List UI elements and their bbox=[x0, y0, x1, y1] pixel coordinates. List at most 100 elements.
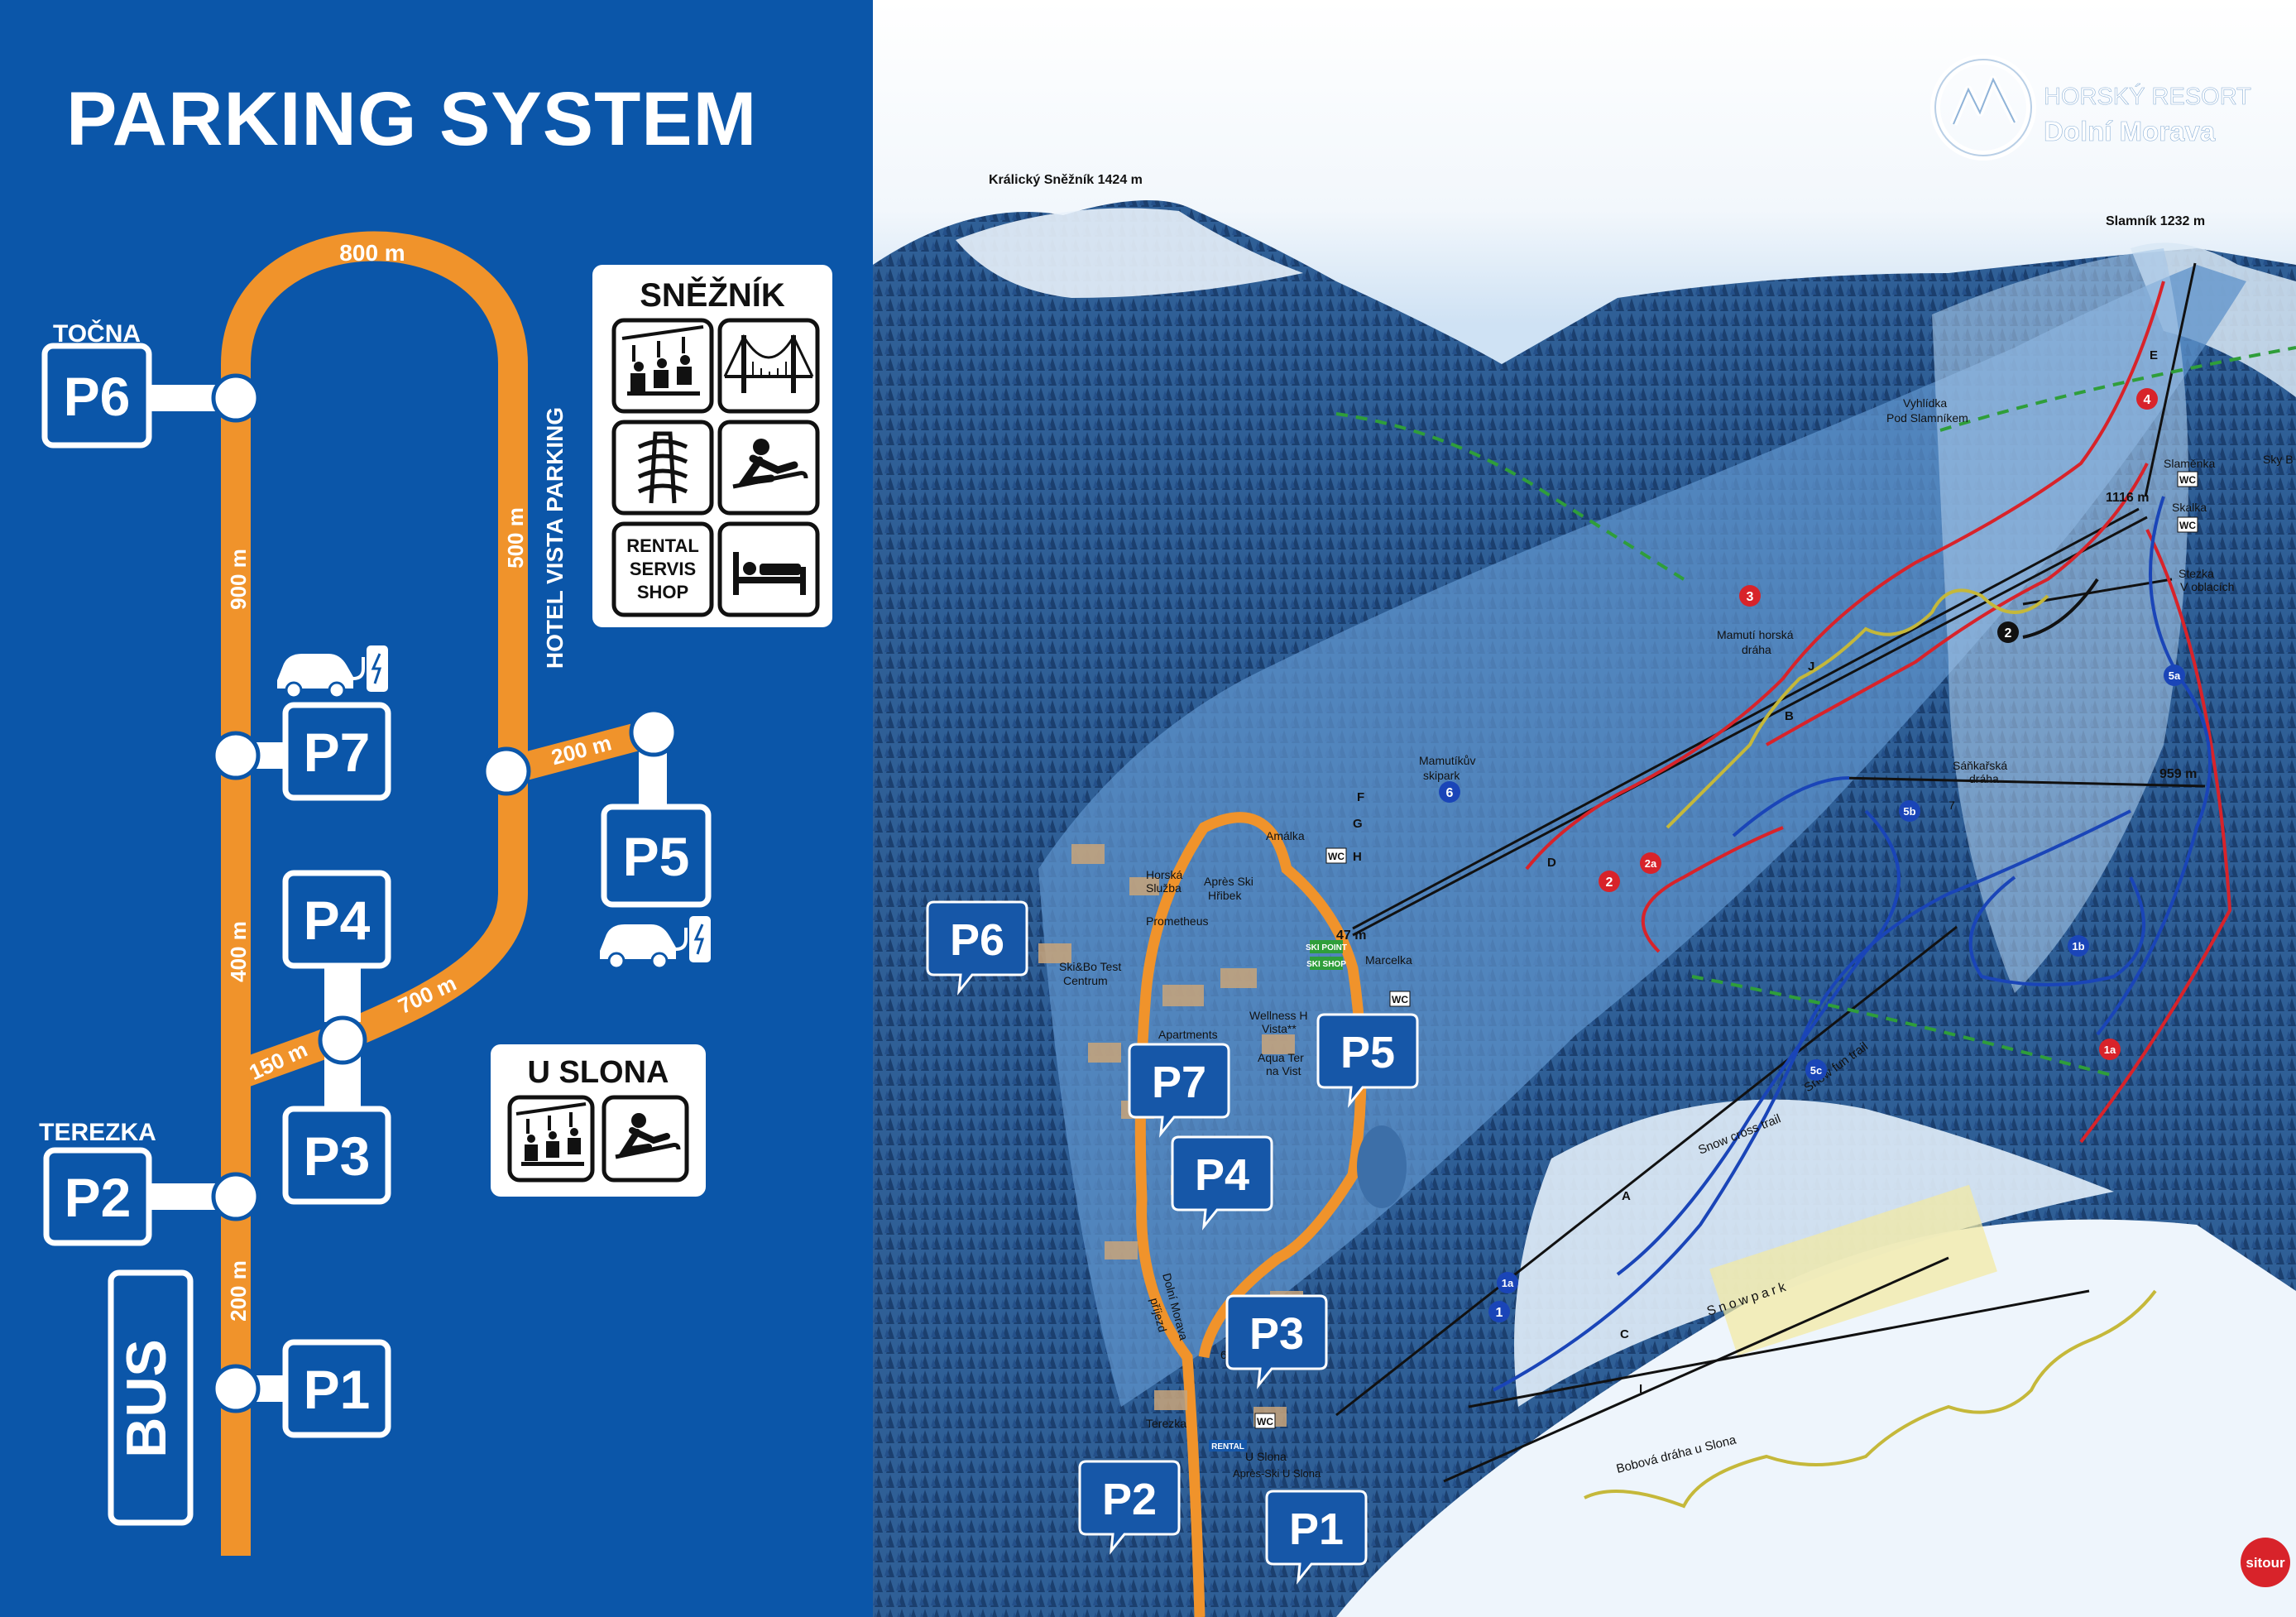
p2-caption: TEREZKA bbox=[39, 1119, 156, 1146]
svg-text:P7: P7 bbox=[1152, 1058, 1206, 1107]
bus-stop-box[interactable]: BUS bbox=[108, 1269, 194, 1526]
svg-text:P7: P7 bbox=[304, 722, 371, 783]
place-label: skipark bbox=[1423, 769, 1460, 782]
svg-text:2a: 2a bbox=[1645, 857, 1657, 870]
parking-box-p7[interactable]: P7 bbox=[282, 702, 391, 801]
bridge-icon bbox=[717, 318, 820, 414]
svg-text:RENTAL: RENTAL bbox=[1211, 1442, 1244, 1451]
ski-point-badge: SKI POINT bbox=[1306, 940, 1347, 953]
parking-system-panel: PARKING SYSTEM 800 m 900 m 500 m 200 m 4… bbox=[0, 0, 873, 1617]
parking-box-p2[interactable]: P2 bbox=[43, 1147, 152, 1246]
sledge-icon bbox=[717, 420, 820, 516]
place-label: Slaměnka bbox=[2164, 457, 2215, 470]
red-slopes bbox=[1525, 281, 2232, 1144]
slope-number: 2a bbox=[1640, 852, 1661, 874]
parking-box-p1[interactable]: P1 bbox=[282, 1339, 391, 1438]
place-label: Après-Ski U Slona bbox=[1233, 1467, 1321, 1480]
slope-number: 3 bbox=[1739, 585, 1761, 607]
wc-badge: WC bbox=[1254, 1413, 1276, 1429]
hotel-vista-label: HOTEL VISTA PARKING bbox=[542, 407, 568, 669]
place-label: 6 bbox=[1220, 1348, 1227, 1361]
map-parking-marker-p2[interactable]: P2 bbox=[1078, 1460, 1181, 1555]
distance-200-bottom: 200 m bbox=[226, 1260, 251, 1322]
svg-text:P6: P6 bbox=[64, 366, 131, 427]
slope-number: 5c bbox=[1805, 1059, 1827, 1081]
svg-text:SHOP: SHOP bbox=[637, 582, 688, 602]
place-label: Prometheus bbox=[1146, 914, 1208, 928]
place-label: Skalka bbox=[2172, 501, 2207, 514]
svg-text:1a: 1a bbox=[2104, 1044, 2116, 1056]
peak-label: Slamník 1232 m bbox=[2106, 214, 2205, 228]
slope-number: 6 bbox=[1439, 781, 1460, 803]
map-parking-marker-p6[interactable]: P6 bbox=[926, 900, 1028, 996]
map-parking-marker-p7[interactable]: P7 bbox=[1128, 1043, 1230, 1138]
elevation-label: 1116 m bbox=[2106, 491, 2150, 505]
svg-text:WC: WC bbox=[1392, 994, 1408, 1005]
svg-text:4: 4 bbox=[2144, 393, 2151, 407]
green-trails bbox=[1335, 346, 2296, 1077]
distance-400: 400 m bbox=[226, 921, 251, 982]
map-illustration: Králický Sněžník 1424 m Slamník 1232 m 1… bbox=[873, 0, 2296, 1617]
map-parking-marker-p5[interactable]: P5 bbox=[1316, 1013, 1419, 1108]
svg-text:P1: P1 bbox=[304, 1359, 371, 1420]
slope-number: 4 bbox=[2136, 388, 2158, 410]
map-parking-marker-p3[interactable]: P3 bbox=[1225, 1294, 1328, 1389]
parking-box-p5[interactable]: P5 bbox=[601, 804, 712, 908]
place-label: Sky B bbox=[2263, 453, 2294, 466]
peak-label: Králický Sněžník 1424 m bbox=[989, 173, 1143, 187]
wc-badge: WC bbox=[1389, 991, 1411, 1007]
sitour-logo: sitour bbox=[2241, 1538, 2290, 1587]
ev-charging-icon bbox=[600, 916, 711, 970]
svg-text:WC: WC bbox=[1257, 1416, 1273, 1427]
parking-box-p4[interactable]: P4 bbox=[282, 870, 391, 969]
ski-resort-map: Králický Sněžník 1424 m Slamník 1232 m 1… bbox=[873, 0, 2296, 1617]
place-label: Terezka bbox=[1146, 1417, 1186, 1430]
place-label: Mamutí horská bbox=[1717, 628, 1794, 641]
svg-text:SERVIS: SERVIS bbox=[630, 559, 696, 579]
p6-caption: TOČNA bbox=[53, 319, 141, 348]
place-label: Centrum bbox=[1063, 974, 1108, 987]
distance-800: 800 m bbox=[339, 240, 405, 266]
svg-text:P4: P4 bbox=[304, 890, 371, 951]
svg-text:sitour: sitour bbox=[2246, 1555, 2285, 1571]
place-label: Amálka bbox=[1266, 829, 1305, 842]
place-label: dráha bbox=[1742, 643, 1771, 656]
parking-box-p6[interactable]: P6 bbox=[41, 343, 152, 449]
elevation-label: 959 m bbox=[2159, 767, 2197, 781]
lift-letter: D bbox=[1547, 856, 1556, 870]
ev-charging-icon bbox=[277, 645, 388, 699]
resort-logo[interactable]: HORSKÝ RESORT Dolní Morava bbox=[1930, 55, 2251, 161]
map-parking-route bbox=[1134, 812, 1367, 1617]
sledge-icon bbox=[602, 1095, 689, 1183]
black-slope bbox=[2022, 578, 2099, 639]
place-label: Služba bbox=[1146, 881, 1182, 895]
svg-text:1a: 1a bbox=[1502, 1277, 1514, 1289]
svg-text:WC: WC bbox=[2179, 520, 2196, 531]
svg-text:2: 2 bbox=[2005, 626, 2012, 641]
svg-text:6: 6 bbox=[1446, 786, 1454, 800]
place-label: V oblacích bbox=[2180, 580, 2234, 593]
svg-text:5c: 5c bbox=[1810, 1064, 1822, 1077]
blue-slopes bbox=[1493, 496, 2212, 1392]
place-label: Stezka bbox=[2179, 567, 2214, 580]
place-label: Vyhlídka bbox=[1903, 396, 1947, 410]
svg-text:SKI POINT: SKI POINT bbox=[1306, 943, 1347, 952]
panel-title: PARKING SYSTEM bbox=[66, 77, 758, 161]
distance-900: 900 m bbox=[226, 549, 251, 610]
place-label: Aqua Ter bbox=[1258, 1051, 1304, 1064]
map-parking-marker-p1[interactable]: P1 bbox=[1265, 1490, 1368, 1585]
bed-icon bbox=[717, 521, 820, 617]
uslona-title: U SLONA bbox=[528, 1055, 669, 1090]
lift-letter: A bbox=[1622, 1189, 1631, 1203]
slope-number: 5a bbox=[2164, 665, 2185, 686]
svg-text:P3: P3 bbox=[304, 1125, 371, 1187]
sneznik-title: SNĚŽNÍK bbox=[640, 276, 785, 314]
place-label: Hřibek bbox=[1208, 889, 1242, 902]
rental-badge: RENTAL bbox=[1209, 1440, 1247, 1451]
svg-text:RENTAL: RENTAL bbox=[626, 535, 699, 556]
parking-box-p3[interactable]: P3 bbox=[282, 1106, 391, 1205]
place-label: U Slona bbox=[1245, 1450, 1287, 1463]
map-parking-marker-p4[interactable]: P4 bbox=[1171, 1135, 1273, 1231]
place-label: Ski&Bo Test bbox=[1059, 960, 1121, 973]
svg-text:1: 1 bbox=[1496, 1306, 1503, 1320]
